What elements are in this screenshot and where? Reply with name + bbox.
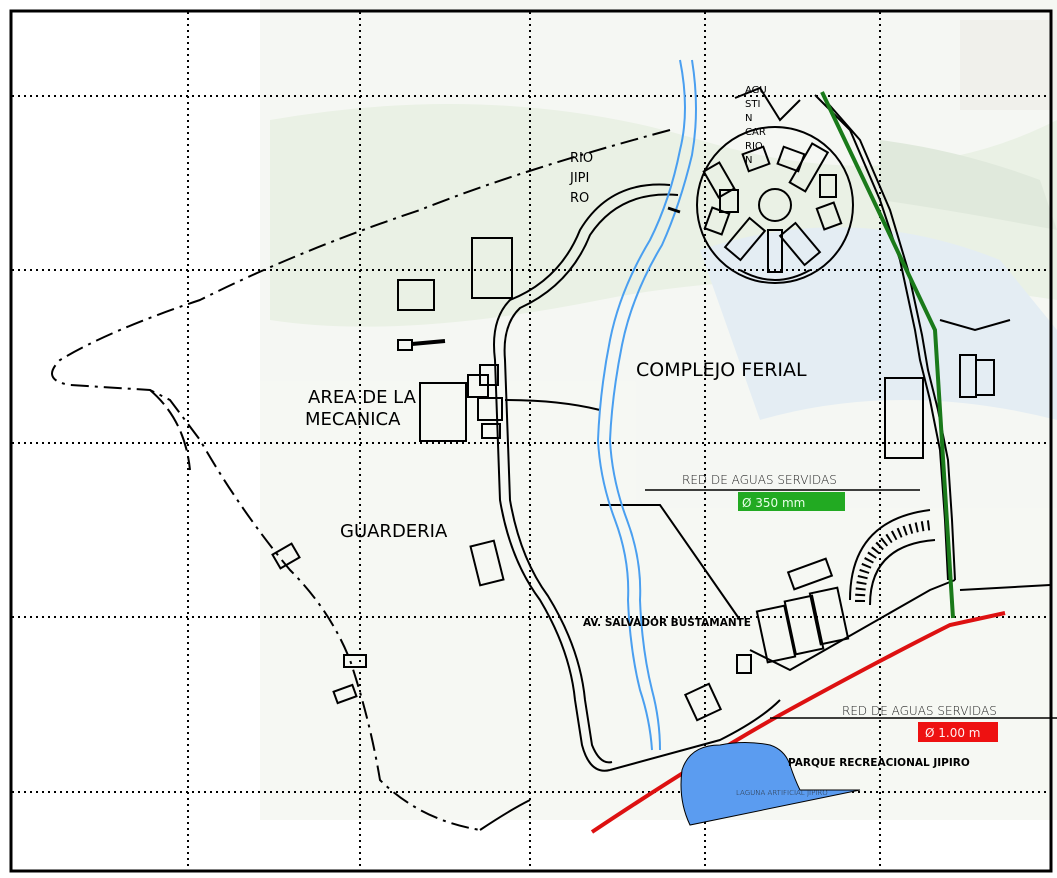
agustin-label-1: AGU	[745, 85, 767, 96]
rio-label-1: RIO	[570, 151, 593, 166]
rio-label-3: RO	[570, 191, 589, 206]
grid-lines	[12, 12, 1050, 870]
site-boundary	[51, 129, 671, 831]
agustin-label-6: N	[745, 155, 752, 166]
circular-complex	[696, 86, 854, 284]
amphitheatre	[683, 509, 956, 722]
guarderia-label: GUARDERIA	[340, 521, 448, 542]
complejo-ferial-label: COMPLEJO FERIAL	[636, 359, 807, 381]
background-photo	[260, 0, 1057, 820]
agustin-label-4: CAR	[745, 127, 766, 138]
red1-diameter: Ø 350 mm	[742, 496, 805, 510]
site-boundary-inner	[149, 389, 191, 471]
red2-title: RED DE AGUAS SERVIDAS	[842, 704, 997, 718]
agustin-label-5: RIO	[745, 141, 763, 152]
agustin-label-3: N	[745, 113, 752, 124]
agustin-label-2: STI	[745, 99, 760, 110]
east-buildings	[814, 94, 1051, 591]
laguna-label: LAGUNA ARTIFICIAL JIPIRO	[736, 789, 828, 797]
rio-label-2: JIPI	[569, 171, 589, 186]
internal-roads	[479, 183, 781, 831]
area-mecanica-label-1: AREA DE LA	[308, 387, 417, 408]
red1-diameter-box	[738, 492, 845, 511]
av-salvador-label: AV. SALVADOR BUSTAMANTE	[583, 617, 751, 629]
area-mecanica-label-2: MECANICA	[305, 409, 401, 430]
parque-label: PARQUE RECREACIONAL JIPIRO	[788, 757, 970, 769]
red2-diameter: Ø 1.00 m	[925, 726, 980, 740]
green-sewer-line	[820, 91, 955, 619]
rio-jipiro-river	[596, 59, 697, 751]
west-buildings	[271, 237, 513, 705]
laguna-lagoon	[680, 742, 861, 826]
red2-diameter-box	[918, 722, 998, 742]
red-sewer-line	[590, 611, 1006, 834]
red1-title: RED DE AGUAS SERVIDAS	[682, 473, 837, 487]
map-frame	[9, 9, 1053, 873]
